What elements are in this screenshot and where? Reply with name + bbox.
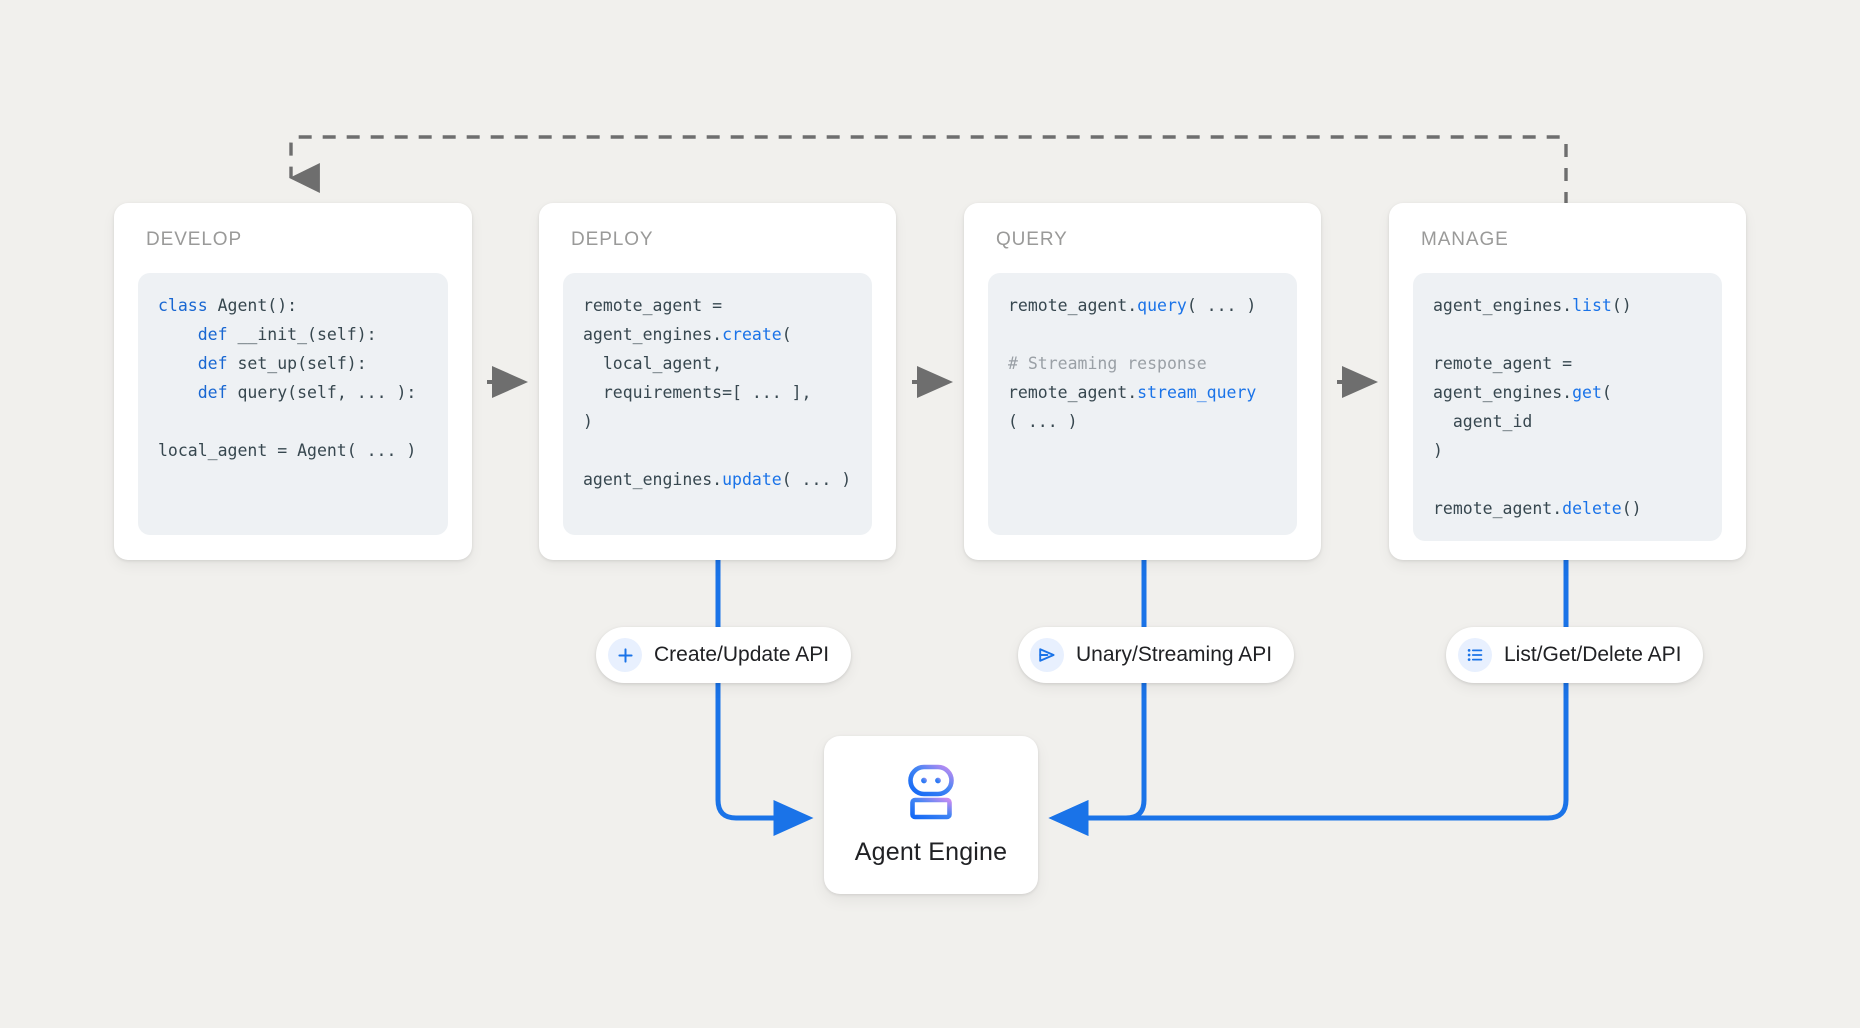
stage-card-develop[interactable]: DEVELOP class Agent(): def __init_(self)… (114, 203, 472, 560)
stage-title-manage: MANAGE (1421, 229, 1509, 250)
stage-card-deploy[interactable]: DEPLOY remote_agent = agent_engines.crea… (539, 203, 896, 560)
code-block-deploy: remote_agent = agent_engines.create( loc… (563, 273, 872, 535)
send-icon (1030, 638, 1064, 672)
code-block-query: remote_agent.query( ... ) # Streaming re… (988, 273, 1297, 535)
code-block-develop: class Agent(): def __init_(self): def se… (138, 273, 448, 535)
stage-title-query: QUERY (996, 229, 1068, 250)
stage-title-develop: DEVELOP (146, 229, 243, 250)
deploy-to-agent-engine-connector (715, 560, 814, 837)
robot-icon (900, 763, 962, 826)
agent-engine-label: Agent Engine (854, 838, 1008, 866)
stage-title-deploy: DEPLOY (571, 229, 654, 250)
list-icon (1458, 638, 1492, 672)
feedback-dashed-connector (289, 135, 1568, 205)
manage-to-agent-engine-connector (1048, 560, 1569, 836)
api-pill-unary-streaming[interactable]: Unary/Streaming API (1018, 627, 1295, 683)
agent-engine-node[interactable]: Agent Engine (824, 736, 1038, 894)
code-block-manage: agent_engines.list() remote_agent = agen… (1413, 273, 1722, 541)
query-to-agent-engine-connector (1048, 560, 1147, 836)
api-pill-create-update[interactable]: Create/Update API (596, 627, 852, 683)
api-pill-label: Create/Update API (654, 643, 830, 666)
stage-card-query[interactable]: QUERY remote_agent.query( ... ) # Stream… (964, 203, 1321, 560)
plus-icon (608, 638, 642, 672)
api-pill-label: Unary/Streaming API (1076, 643, 1273, 666)
api-pill-list-get-delete[interactable]: List/Get/Delete API (1446, 627, 1704, 683)
stage-card-manage[interactable]: MANAGE agent_engines.list() remote_agent… (1389, 203, 1746, 560)
api-pill-label: List/Get/Delete API (1504, 643, 1682, 666)
